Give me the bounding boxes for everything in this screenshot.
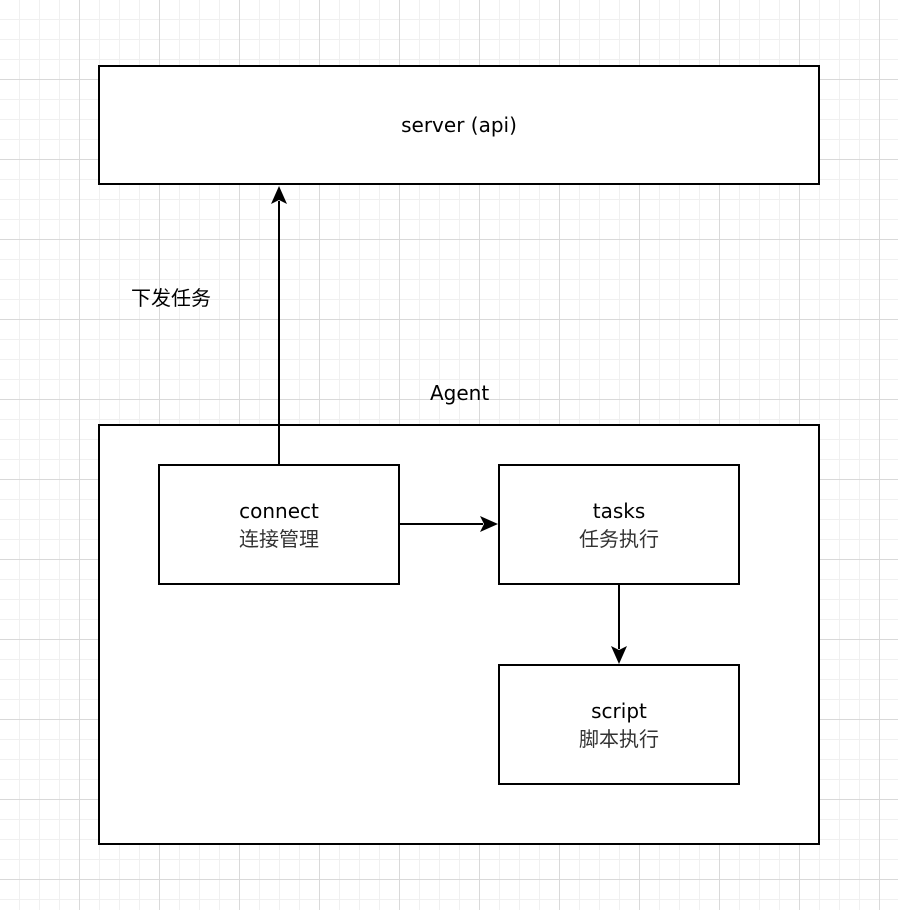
- tasks-node[interactable]: tasks 任务执行: [498, 464, 740, 585]
- script-node-title: script: [591, 698, 647, 723]
- connect-node-title: connect: [239, 498, 319, 523]
- server-node[interactable]: server (api): [98, 65, 820, 185]
- connect-node[interactable]: connect 连接管理: [158, 464, 400, 585]
- script-node-subtitle: 脚本执行: [579, 726, 659, 751]
- connect-node-subtitle: 连接管理: [239, 526, 319, 551]
- server-node-title: server (api): [401, 113, 517, 137]
- edge-connect-to-server-arrowhead: [271, 186, 287, 204]
- tasks-node-subtitle: 任务执行: [579, 526, 659, 551]
- agent-container-title: Agent: [430, 381, 490, 405]
- tasks-node-title: tasks: [592, 498, 646, 523]
- script-node[interactable]: script 脚本执行: [498, 664, 740, 785]
- dispatch-task-edge-label: 下发任务: [131, 286, 211, 310]
